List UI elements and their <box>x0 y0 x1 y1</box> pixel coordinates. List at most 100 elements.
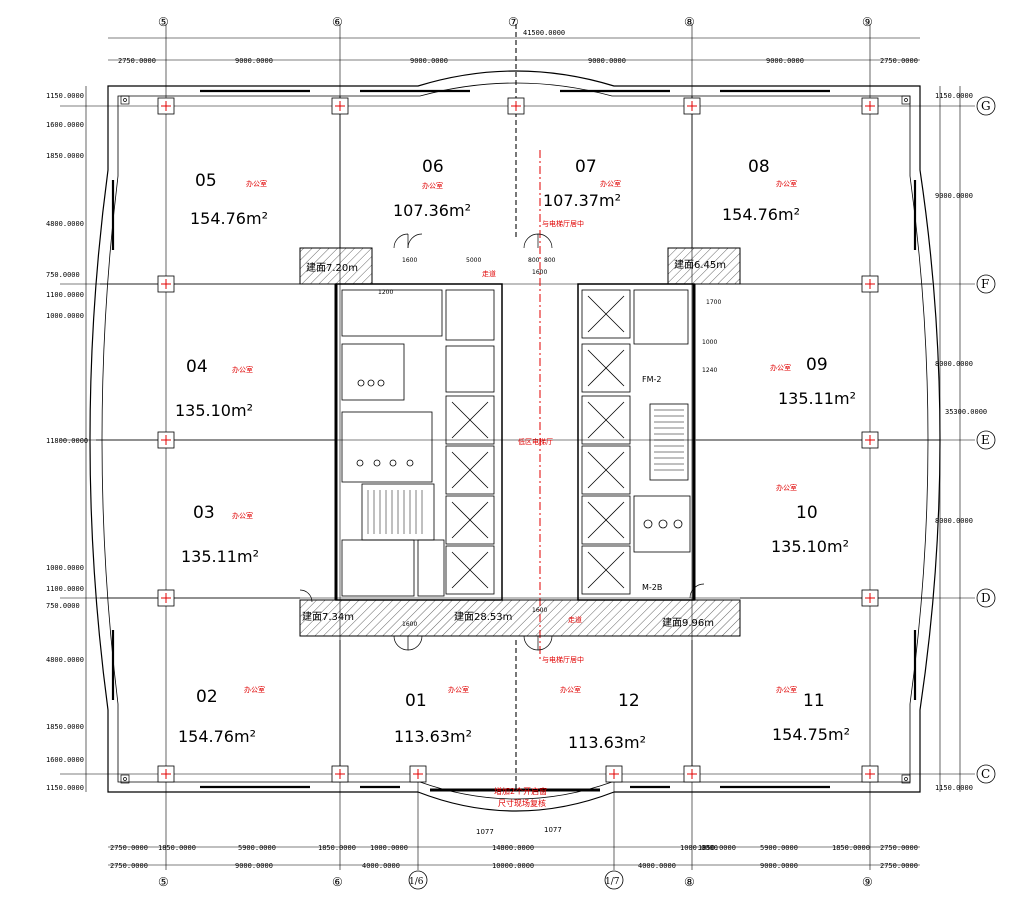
dim-left-5: 1100.0000 <box>46 291 84 299</box>
column-cross <box>609 769 619 779</box>
column-cross <box>161 769 171 779</box>
unit-tag-05: 办公室 <box>246 179 267 188</box>
unit-tag-07: 办公室 <box>600 179 621 188</box>
dim-bottom-a-4: 1000.0000 <box>370 844 408 852</box>
dim-bottom-b-3: 10000.0000 <box>492 862 534 870</box>
core-dim-4: 1600 <box>532 269 547 276</box>
align-top-note: 与电梯厅居中 <box>542 219 584 228</box>
core-dim-6: 1600 <box>402 621 417 628</box>
unit-no-04: 04 <box>186 357 208 377</box>
dim-bottom-b-2: 4000.0000 <box>362 862 400 870</box>
unit-tag-12: 办公室 <box>560 685 581 694</box>
axis-right-f: F <box>981 277 989 291</box>
dim-right-4: 8000.0000 <box>935 517 973 525</box>
dim-right-0: 1150.0000 <box>935 92 973 100</box>
column-cross <box>687 101 697 111</box>
window-width-b: 1077 <box>544 826 562 834</box>
unit-area-04: 135.10m² <box>175 401 253 420</box>
dim-bottom-b-4: 4000.0000 <box>638 862 676 870</box>
column-cross <box>687 769 697 779</box>
dim-top-total: 41500.0000 <box>523 29 565 37</box>
window-note-2: 尺寸现场复核 <box>498 798 546 808</box>
unit-tag-01: 办公室 <box>448 685 469 694</box>
unit-tag-09: 办公室 <box>770 363 791 372</box>
area-label-bm: 建面28.53m <box>454 610 512 623</box>
dim-left-8: 1000.0000 <box>46 564 84 572</box>
unit-area-08: 154.76m² <box>722 205 800 224</box>
core-labels: 建面7.20m 建面6.45m 建面7.34m 建面28.53m 建面9.96m… <box>302 219 726 836</box>
column-cross <box>511 101 521 111</box>
dim-bottom-a-5: 14800.0000 <box>492 844 534 852</box>
dim-right-3: 35300.0000 <box>945 408 987 416</box>
structural-columns <box>157 97 879 783</box>
dim-left-9: 1100.0000 <box>46 585 84 593</box>
dim-bottom-a-0: 2750.0000 <box>110 844 148 852</box>
dim-bottom-a-3: 1850.0000 <box>318 844 356 852</box>
corner-marks <box>120 95 911 784</box>
unit-tag-10: 办公室 <box>776 483 797 492</box>
dim-bottom-b-5: 9000.0000 <box>760 862 798 870</box>
dim-left-13: 1600.0000 <box>46 756 84 764</box>
unit-area-05: 154.76m² <box>190 209 268 228</box>
axis-right-g: G <box>981 99 991 113</box>
unit-area-01: 113.63m² <box>394 727 472 746</box>
dim-bottom-a-6: 1000.0000 <box>680 844 718 852</box>
axis-top-6: ⑥ <box>332 15 343 29</box>
dim-left-7: 11800.0000 <box>46 437 88 445</box>
dim-left-2: 1850.0000 <box>46 152 84 160</box>
unit-tag-02: 办公室 <box>244 685 265 694</box>
axis-top-5: ⑤ <box>158 15 169 29</box>
dim-top-1: 9000.0000 <box>235 57 273 65</box>
core-dim-5: 1200 <box>378 289 393 296</box>
column-cross <box>865 435 875 445</box>
dim-bottom-b-6: 2750.0000 <box>880 862 918 870</box>
dim-bottom-a-2: 5900.0000 <box>238 844 276 852</box>
fm2-label: FM-2 <box>642 375 661 384</box>
dim-bottom-b-0: 2750.0000 <box>110 862 148 870</box>
axis-bottom-5: ⑤ <box>158 875 169 889</box>
column-cross <box>161 279 171 289</box>
dim-left-6: 1000.0000 <box>46 312 84 320</box>
dim-left-4: 750.0000 <box>46 271 80 279</box>
align-bottom-note: 与电梯厅居中 <box>542 655 584 664</box>
dim-bottom-a-8: 5900.0000 <box>760 844 798 852</box>
window-note-1: 增加2个开启窗 <box>494 786 547 796</box>
unit-no-02: 02 <box>196 687 218 707</box>
unit-area-03: 135.11m² <box>181 547 259 566</box>
core-dim-8: 1700 <box>706 299 721 306</box>
unit-area-10: 135.10m² <box>771 537 849 556</box>
axis-bottom-6: ⑥ <box>332 875 343 889</box>
dim-left-14: 1150.0000 <box>46 784 84 792</box>
dim-left-0: 1150.0000 <box>46 92 84 100</box>
unit-no-06: 06 <box>422 157 444 177</box>
partitions <box>96 96 940 782</box>
core-dim-3: 800 <box>544 257 556 264</box>
axis-top-7: ⑦ <box>508 15 519 29</box>
m2b-label: M-2B <box>642 583 662 592</box>
dim-top-0: 2750.0000 <box>118 57 156 65</box>
axis-right-e: E <box>981 433 990 447</box>
column-cross <box>865 101 875 111</box>
unit-no-09: 09 <box>806 355 828 375</box>
corridor-bottom-label: 走道 <box>568 615 582 624</box>
unit-tag-08: 办公室 <box>776 179 797 188</box>
unit-tag-11: 办公室 <box>776 685 797 694</box>
unit-no-12: 12 <box>618 691 640 711</box>
unit-no-03: 03 <box>193 503 215 523</box>
dim-right-5: 1150.0000 <box>935 784 973 792</box>
column-cross <box>865 593 875 603</box>
lobby-label: 低区电梯厅 <box>518 437 553 446</box>
core-dim-1: 5000 <box>466 257 481 264</box>
area-label-tl: 建面7.20m <box>306 261 358 274</box>
core-dim-10: 1240 <box>702 367 717 374</box>
column-cross <box>865 769 875 779</box>
core-dim-7: 1600 <box>532 607 547 614</box>
axis-right-c: C <box>981 767 990 781</box>
unit-area-12: 113.63m² <box>568 733 646 752</box>
unit-no-07: 07 <box>575 157 597 177</box>
axis-bottom-1-7: 1/7 <box>605 877 620 887</box>
dim-bottom-a-9: 1850.0000 <box>832 844 870 852</box>
column-cross <box>413 769 423 779</box>
column-cross <box>161 435 171 445</box>
